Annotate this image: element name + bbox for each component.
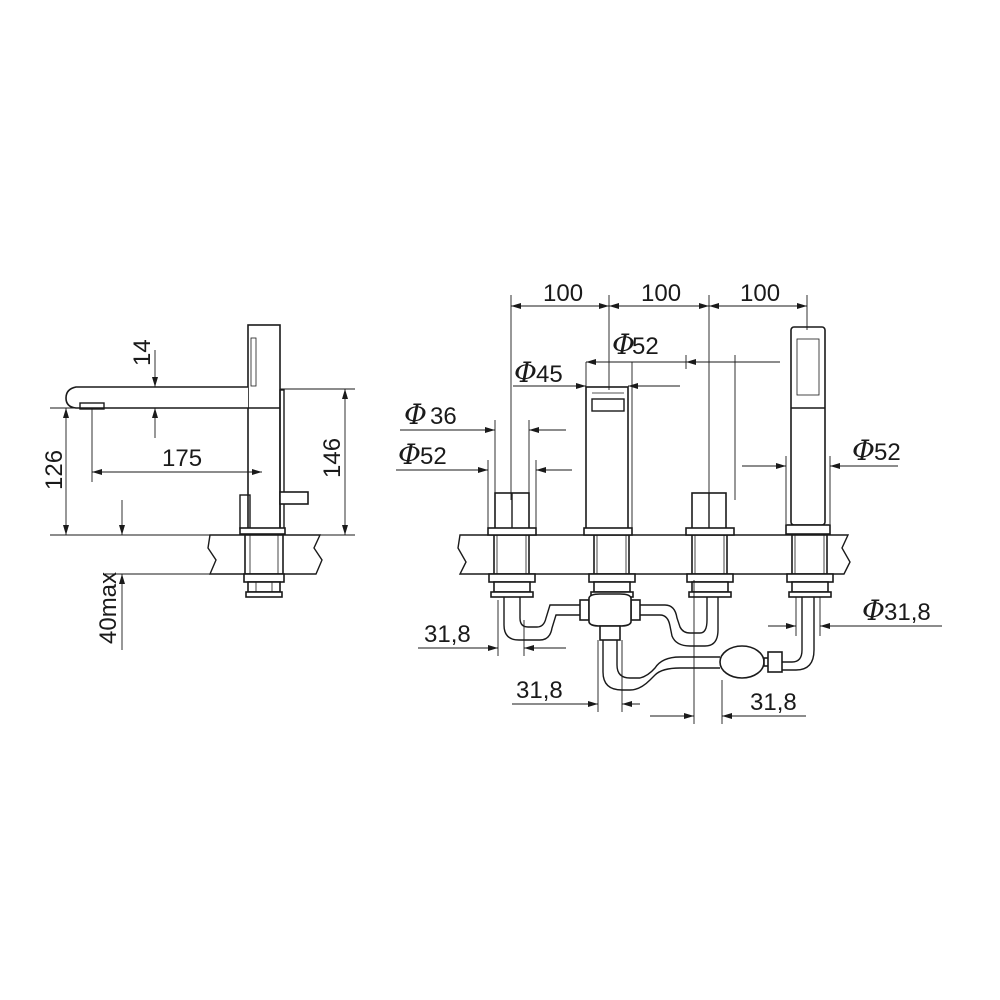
phi36-symbol: Φ (404, 398, 427, 431)
dim-146: 146 (280, 388, 355, 536)
side-tap-body (239, 324, 309, 535)
phi52-spout-label: 52 (632, 333, 659, 360)
dim-14-label: 14 (129, 339, 156, 366)
dim-spacing-3-label: 100 (740, 280, 780, 307)
phi52-shower-symbol: Φ (852, 434, 875, 467)
hoses (503, 593, 815, 691)
dim-spacing-1-label: 100 (543, 280, 583, 307)
dim-175-label: 175 (162, 445, 202, 472)
phi31-8-symbol: Φ (862, 594, 885, 627)
side-deck (207, 534, 323, 575)
dim-175: 175 (91, 408, 262, 482)
center-spout (583, 386, 633, 536)
side-view: 175 126 14 146 40max (41, 324, 355, 650)
side-nut (243, 573, 285, 598)
dim-126: 126 (41, 407, 78, 536)
dim-31-8-right: 31,8 (650, 580, 806, 724)
phi36-label: 36 (430, 403, 457, 430)
phi45-label: 45 (536, 361, 563, 388)
dim-40max: 40max (50, 500, 210, 650)
phi52-shower-label: 52 (874, 439, 901, 466)
dim-phi36: Φ 36 (400, 398, 566, 500)
dim-31-8-left-label: 31,8 (424, 621, 471, 648)
front-view: 100 100 100 Φ 52 Φ 45 (396, 280, 942, 724)
dim-14: 14 (129, 339, 168, 438)
phi52-spout-symbol: Φ (612, 328, 635, 361)
dim-phi52-left: Φ 52 (396, 438, 572, 528)
dim-31-8-mid: 31,8 (512, 640, 640, 712)
dim-spacing: 100 100 100 (510, 280, 808, 500)
dim-phi52-right (686, 355, 780, 500)
dim-31-8-mid-label: 31,8 (516, 677, 563, 704)
phi52-left-symbol: Φ (398, 438, 421, 471)
dim-31-8-left: 31,8 (418, 600, 566, 656)
nut-3 (686, 573, 734, 598)
dim-40max-label: 40max (95, 572, 122, 644)
phi52-left-label: 52 (420, 443, 447, 470)
left-handle (487, 492, 537, 536)
side-spout (65, 386, 248, 410)
phi31-8-label: 31,8 (884, 599, 931, 626)
dim-126-label: 126 (41, 450, 68, 490)
nut-1 (488, 573, 536, 598)
dim-phi45: Φ 45 (513, 356, 680, 389)
dim-phi52-shower: Φ 52 (742, 434, 901, 524)
front-deck (457, 534, 851, 575)
dim-spacing-2-label: 100 (641, 280, 681, 307)
hand-shower (785, 326, 831, 535)
nut-4 (786, 573, 834, 598)
dim-146-label: 146 (319, 438, 346, 478)
phi45-symbol: Φ (514, 356, 537, 389)
right-handle (685, 492, 735, 536)
front-nuts (488, 573, 834, 598)
dim-phi31-8: Φ 31,8 (768, 594, 942, 636)
dim-31-8-right-label: 31,8 (750, 689, 797, 716)
